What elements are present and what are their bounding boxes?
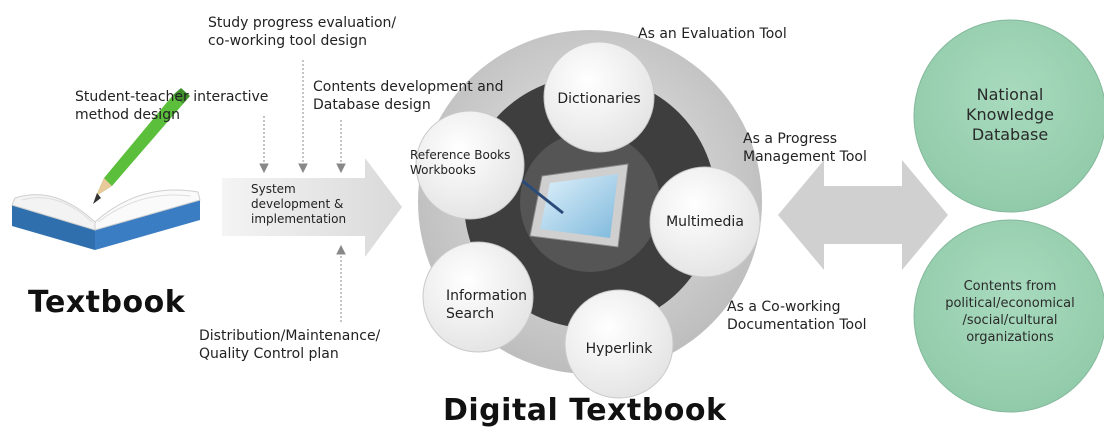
contents-line-2: political/economical [945,296,1075,311]
student-teacher-line-2: method design [75,107,180,123]
book-icon [11,189,201,250]
progress-tool-label: As a Progress Management Tool [743,130,867,166]
national-knowledge-label: National Knowledge Database [930,85,1090,145]
coworking-tool-label: As a Co-working Documentation Tool [727,298,867,334]
hyperlink-label: Hyperlink [585,341,653,357]
evaluation-tool-label: As an Evaluation Tool [638,26,787,42]
system-development-label: System development & implementation [251,182,346,227]
contents-organizations-label: Contents from political/economical /soci… [930,278,1090,346]
node-dictionaries [543,41,655,153]
information-search-label: Information Search [446,287,527,323]
study-progress-line-1: Study progress evaluation/ [208,15,397,31]
contents-line-3: /social/cultural [962,313,1058,328]
contents-development-label: Contents development and Database design [313,78,504,114]
multimedia-label: Multimedia [666,214,744,230]
contents-development-line-2: Database design [313,97,431,113]
distribution-label: Distribution/Maintenance/ Quality Contro… [199,327,380,363]
national-knowledge-circle [913,19,1104,213]
system-dev-line-1: System [251,182,296,196]
dictionaries-label: Dictionaries [557,91,641,107]
node-hyperlink [564,289,674,399]
textbook-title: Textbook [28,285,186,320]
pencil-icon [93,88,190,204]
input-arrows [259,60,346,322]
tablet-icon [505,163,629,248]
digital-textbook-title: Digital Textbook [443,393,727,428]
student-teacher-line-1: Student-teacher interactive [75,89,269,105]
contents-line-1: Contents from [963,279,1057,294]
system-dev-line-2: development & [251,197,344,211]
study-progress-label: Study progress evaluation/ co-working to… [208,14,396,50]
distribution-line-1: Distribution/Maintenance/ [199,328,381,344]
node-multimedia [649,166,761,278]
distribution-line-2: Quality Control plan [199,346,339,362]
coworking-tool-line-1: As a Co-working [727,299,841,315]
node-reference-books [415,110,525,220]
national-line-1: National [976,85,1044,104]
student-teacher-label: Student-teacher interactive method desig… [75,88,268,124]
contents-line-4: organizations [966,330,1054,345]
information-search-line-1: Information [446,288,528,304]
contents-circle [913,219,1104,413]
national-line-2: Knowledge [966,105,1054,124]
national-line-3: Database [971,125,1049,144]
progress-tool-line-2: Management Tool [743,149,867,165]
reference-books-line-2: Workbooks [410,163,476,177]
system-dev-line-3: implementation [251,212,347,226]
progress-tool-line-1: As a Progress [743,131,838,147]
reference-books-label: Reference Books Workbooks [410,148,510,178]
node-information-search [422,241,534,353]
exchange-arrow [778,160,948,270]
reference-books-line-1: Reference Books [410,148,511,162]
process-arrow [222,158,402,257]
information-search-line-2: Search [446,306,495,322]
coworking-tool-line-2: Documentation Tool [727,317,867,333]
study-progress-line-2: co-working tool design [208,33,367,49]
contents-development-line-1: Contents development and [313,79,504,95]
